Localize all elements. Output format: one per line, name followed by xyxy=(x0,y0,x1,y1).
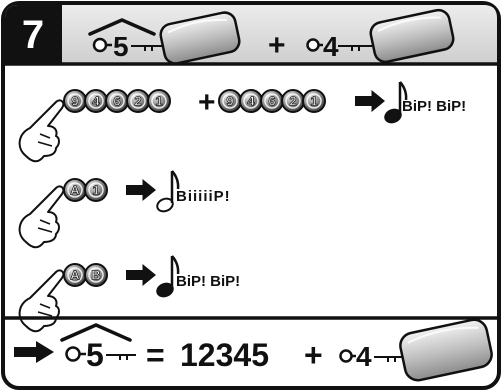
row-1-pointing-hand-icon xyxy=(18,99,65,163)
row-3-music-note-icon xyxy=(156,255,180,298)
keypad-button-2: 2 xyxy=(281,89,305,113)
footer-remote-fob-icon xyxy=(399,318,493,382)
keypad-button-label: 1 xyxy=(310,94,317,109)
keypad-button-1: 1 xyxy=(147,89,171,113)
row-3-pointing-hand-icon xyxy=(18,269,65,333)
footer-equals: = xyxy=(146,337,165,373)
footer-home-key-icon xyxy=(60,323,136,362)
keypad-button-label: 2 xyxy=(134,94,141,109)
header-remote-fob-icon xyxy=(159,11,241,65)
row-3-arrow-right-icon xyxy=(126,264,156,286)
keypad-button-label: A xyxy=(70,183,80,198)
step-badge xyxy=(5,5,62,63)
keypad-button-4: 4 xyxy=(84,89,108,113)
footer-home-key-label: 5 xyxy=(86,337,104,373)
row-3-result-text: BiP! BiP! xyxy=(176,273,240,290)
keypad-button-label: 9 xyxy=(226,94,233,109)
keypad-button-a: A xyxy=(63,178,87,202)
keypad-button-9: 9 xyxy=(63,89,87,113)
row-1-arrow-right-icon xyxy=(355,90,385,112)
keypad-button-b: B xyxy=(84,263,108,287)
keypad-button-label: 2 xyxy=(289,94,296,109)
footer-code: 12345 xyxy=(180,337,269,373)
keypad-button-6: 6 xyxy=(260,89,284,113)
keypad-button-label: 4 xyxy=(247,94,255,109)
keypad-button-4: 4 xyxy=(239,89,263,113)
row-1-music-note-icon xyxy=(384,81,408,124)
keypad-button-a: A xyxy=(63,263,87,287)
keypad-button-label: 1 xyxy=(155,94,162,109)
header-home-key-icon xyxy=(88,18,156,53)
header-key-icon xyxy=(306,38,372,52)
footer-arrow-right-icon xyxy=(14,341,54,363)
header-key-label: 4 xyxy=(323,31,339,62)
keypad-button-6: 6 xyxy=(105,89,129,113)
keypad-button-1: 1 xyxy=(84,178,108,202)
row-1-plus: + xyxy=(198,86,216,119)
keypad-button-label: B xyxy=(91,268,100,283)
keypad-button-label: A xyxy=(70,268,80,283)
row-2-music-note-icon xyxy=(156,170,180,213)
row-2-pointing-hand-icon xyxy=(18,185,65,249)
keypad-button-label: 4 xyxy=(92,94,100,109)
keypad-button-9: 9 xyxy=(218,89,242,113)
header-home-key-label: 5 xyxy=(113,31,129,62)
row-1-result-text: BiP! BiP! xyxy=(402,98,466,115)
row-2-arrow-right-icon xyxy=(126,179,156,201)
keypad-button-label: 6 xyxy=(113,94,120,109)
keypad-button-label: 1 xyxy=(92,183,99,198)
keypad-button-1: 1 xyxy=(302,89,326,113)
header-plus: + xyxy=(268,29,286,62)
footer-key-label: 4 xyxy=(356,341,372,372)
keypad-button-2: 2 xyxy=(126,89,150,113)
row-2-result-text: BiiiiiP! xyxy=(176,188,231,205)
footer-plus: + xyxy=(304,337,323,373)
keypad-button-label: 6 xyxy=(268,94,275,109)
step-number: 7 xyxy=(22,13,44,57)
keypad-button-label: 9 xyxy=(71,94,78,109)
footer-key-icon xyxy=(339,349,404,363)
header-remote-fob-icon-2 xyxy=(369,8,455,64)
